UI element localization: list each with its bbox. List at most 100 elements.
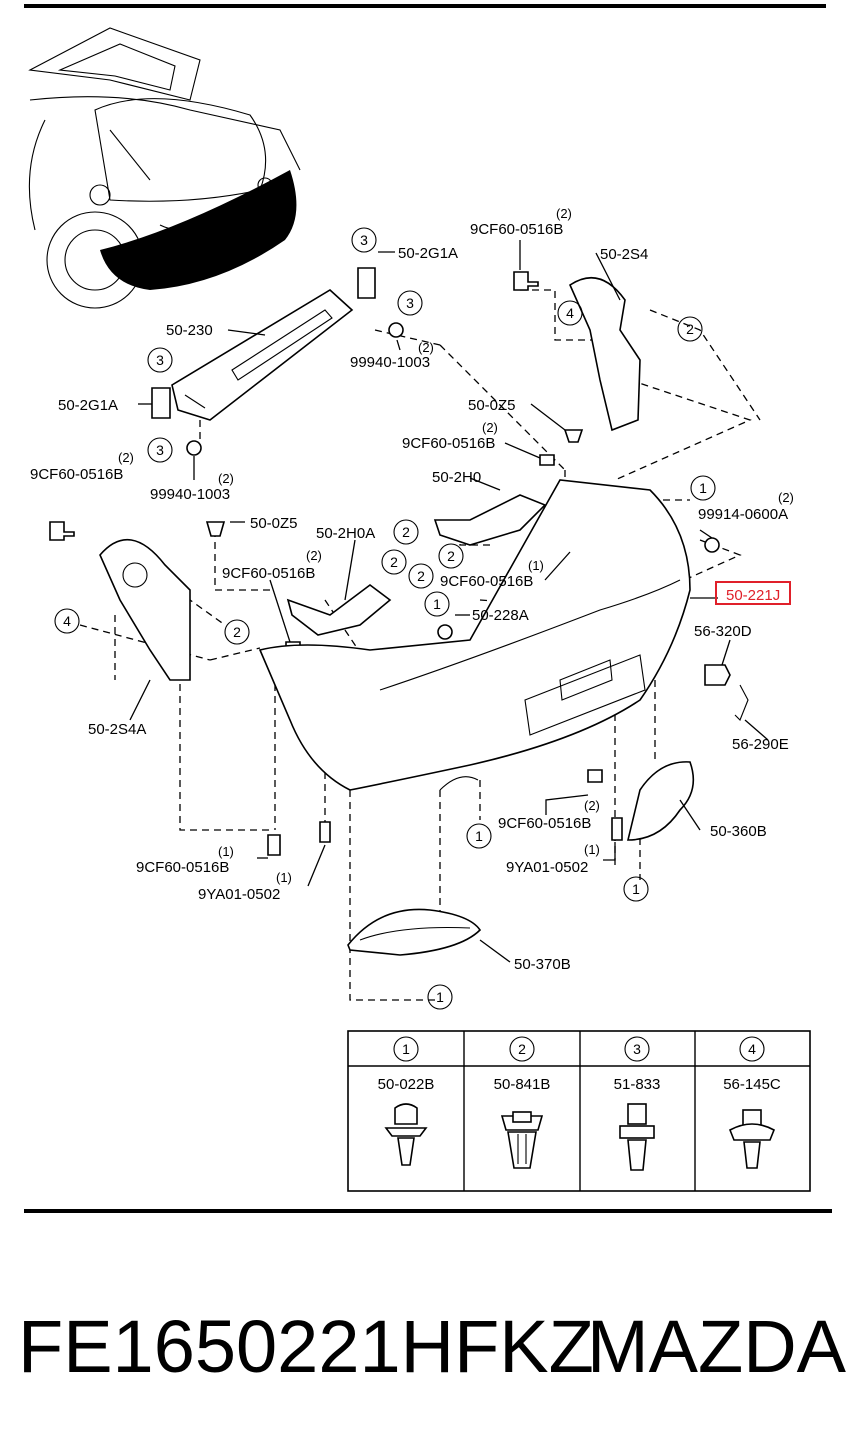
- label-bumper: 50-221J: [726, 587, 780, 604]
- socket: [704, 664, 731, 686]
- svg-text:2: 2: [447, 548, 455, 564]
- label-bracket-top: 50-2G1A: [398, 245, 458, 262]
- bottom-rule: [24, 1209, 832, 1213]
- svg-text:2: 2: [686, 321, 694, 337]
- callout-1-d: 1: [623, 876, 649, 902]
- vehicle-overview: [28, 27, 301, 309]
- callout-2-a: 2: [677, 316, 703, 342]
- svg-text:2: 2: [233, 624, 241, 640]
- svg-text:3: 3: [156, 352, 164, 368]
- lamp-bottom: [347, 908, 482, 956]
- svg-text:2: 2: [417, 568, 425, 584]
- screw-right: [611, 817, 623, 841]
- legend-col-4: 4 56-145C: [723, 1036, 781, 1169]
- clip-4-icon: [728, 1109, 776, 1169]
- callout-3-b: 3: [397, 290, 423, 316]
- callout-1-e: 1: [427, 984, 453, 1010]
- label-bolt-bottom-left: 9CF60-0516B: [136, 859, 229, 876]
- wire-harness: [734, 684, 749, 721]
- highlight-box: [715, 581, 791, 605]
- label-bolt-left-qty: (2): [118, 450, 134, 465]
- callout-3-c: 3: [147, 347, 173, 373]
- clip-1-icon: [384, 1103, 428, 1166]
- label-bolt-mid2: 9CF60-0516B: [222, 565, 315, 582]
- legend-col-3: 3 51-833: [614, 1036, 661, 1171]
- footer-part-number: FE1650221HFKZ: [18, 1305, 594, 1388]
- legend-num-2: 2: [518, 1041, 526, 1057]
- label-nut-right: 99914-0600A: [698, 506, 788, 523]
- nut-right: [704, 537, 720, 553]
- svg-text:1: 1: [436, 989, 444, 1005]
- lamp-right: [626, 761, 695, 841]
- label-socket: 56-320D: [694, 623, 752, 640]
- callout-1-c: 1: [466, 823, 492, 849]
- label-nut-a-qty: (2): [418, 340, 434, 355]
- parts: [49, 267, 749, 956]
- top-rule: [24, 4, 826, 8]
- bumper-cover: [258, 479, 691, 791]
- label-side-bracket-left: 50-2S4A: [88, 721, 146, 738]
- legend-num-1: 1: [402, 1041, 410, 1057]
- callout-3-d: 3: [147, 437, 173, 463]
- legend-part-4: 56-145C: [723, 1076, 781, 1093]
- svg-text:4: 4: [566, 305, 574, 321]
- footer-brand: MAZDA: [587, 1305, 847, 1388]
- screw-left: [319, 821, 331, 843]
- label-side-bracket-right: 50-2S4: [600, 246, 648, 263]
- label-bracket-2h0a: 50-2H0A: [316, 525, 375, 542]
- label-bolt-top: 9CF60-0516B: [470, 221, 563, 238]
- svg-text:4: 4: [63, 613, 71, 629]
- label-bolt-top-qty: (2): [556, 206, 572, 221]
- side-bracket-left: [99, 539, 191, 681]
- svg-text:1: 1: [433, 596, 441, 612]
- label-clip-0z5-a: 50-0Z5: [468, 397, 516, 414]
- label-bolt-mid-qty: (2): [482, 420, 498, 435]
- leader-lines: [129, 240, 769, 963]
- callout-3-a: 3: [351, 227, 377, 253]
- reinforcement-beam: [171, 289, 354, 421]
- label-bolt-bottom-left-qty: (1): [218, 844, 234, 859]
- bracket-2h0a: [286, 584, 392, 636]
- svg-text:2: 2: [402, 524, 410, 540]
- bolt-left: [49, 521, 75, 541]
- clip-3-icon: [619, 1103, 655, 1171]
- label-lamp-bottom: 50-370B: [514, 956, 571, 973]
- label-nut-right-qty: (2): [778, 490, 794, 505]
- svg-text:3: 3: [360, 232, 368, 248]
- clip-228a: [437, 624, 453, 640]
- legend-part-3: 51-833: [614, 1076, 661, 1093]
- svg-text:2: 2: [390, 554, 398, 570]
- svg-text:1: 1: [632, 881, 640, 897]
- callout-4-a: 4: [557, 300, 583, 326]
- clip-0z5-top: [563, 429, 584, 443]
- bolt-mid: [539, 454, 555, 466]
- label-reinforcement: 50-230: [166, 322, 213, 339]
- label-bracket-2h0: 50-2H0: [432, 469, 481, 486]
- callout-2-c: 2: [438, 543, 464, 569]
- callout-2-d: 2: [381, 549, 407, 575]
- label-bolt-center: 9CF60-0516B: [440, 573, 533, 590]
- callout-2-f: 2: [224, 619, 250, 645]
- label-bolt-center-qty: (1): [528, 558, 544, 573]
- legend-col-1: 1 50-022B: [378, 1036, 435, 1166]
- legend-num-4: 4: [748, 1041, 756, 1057]
- side-bracket-right: [568, 276, 641, 432]
- callout-1-b: 1: [424, 591, 450, 617]
- part-labels: 50-2G1A 50-230 50-2G1A (2) 99940-1003 (2…: [30, 206, 794, 973]
- label-screw-left-qty: (1): [276, 870, 292, 885]
- label-lamp-right: 50-360B: [710, 823, 767, 840]
- label-clip-0z5-b: 50-0Z5: [250, 515, 298, 532]
- label-bolt-low-qty: (2): [584, 798, 600, 813]
- legend-part-2: 50-841B: [494, 1076, 551, 1093]
- legend-part-1: 50-022B: [378, 1076, 435, 1093]
- callout-4-b: 4: [54, 608, 80, 634]
- svg-text:1: 1: [699, 480, 707, 496]
- bolt-low: [587, 769, 603, 783]
- callout-2-e: 2: [408, 563, 434, 589]
- bracket-left: [151, 387, 171, 419]
- label-wire: 56-290E: [732, 736, 789, 753]
- label-screw-right-qty: (1): [584, 842, 600, 857]
- label-clip-228a: 50-228A: [472, 607, 529, 624]
- svg-text:3: 3: [156, 442, 164, 458]
- bracket-top: [357, 267, 376, 299]
